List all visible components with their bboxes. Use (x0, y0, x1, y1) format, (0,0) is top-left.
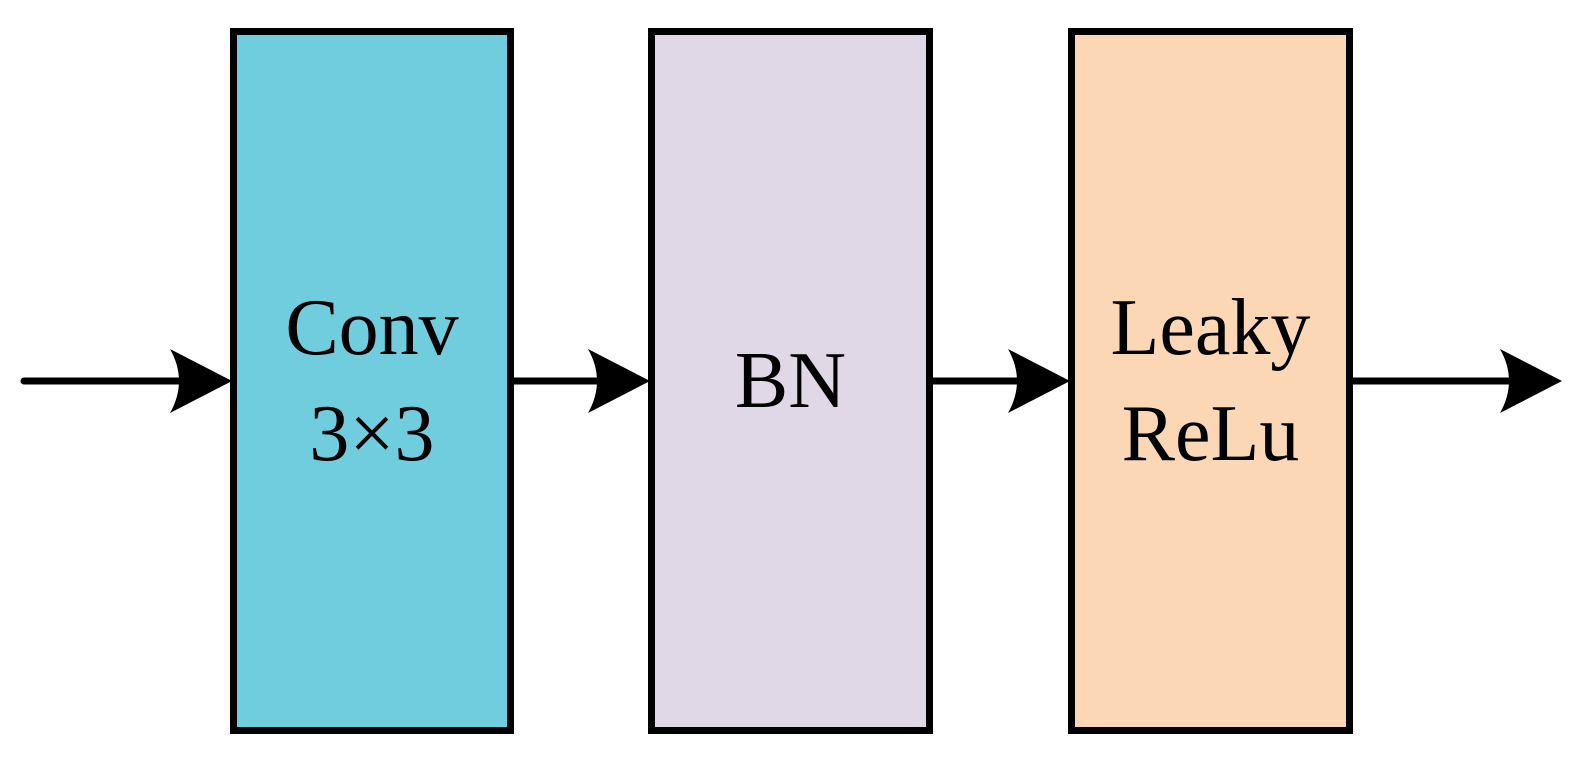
node-leaky-relu-label-line1: Leaky (1110, 284, 1311, 372)
node-bn-label-line1: BN (734, 337, 847, 425)
node-conv-3x3-label-line2: 3×3 (309, 390, 435, 478)
arrow-conv-to-bn (510, 349, 650, 413)
arrow-leakyrelu-to-output (1349, 349, 1562, 413)
node-bn: BN (648, 28, 933, 734)
node-conv-3x3: Conv 3×3 (230, 28, 514, 734)
arrow-bn-to-leakyrelu (929, 349, 1070, 413)
node-leaky-relu: Leaky ReLu (1068, 28, 1353, 734)
node-leaky-relu-label: Leaky ReLu (1111, 275, 1311, 487)
node-conv-3x3-label-line1: Conv (285, 284, 459, 372)
node-leaky-relu-label-line2: ReLu (1121, 390, 1300, 478)
node-bn-label: BN (735, 328, 846, 434)
node-conv-3x3-label: Conv 3×3 (285, 275, 458, 487)
arrow-input-to-conv (20, 349, 232, 413)
